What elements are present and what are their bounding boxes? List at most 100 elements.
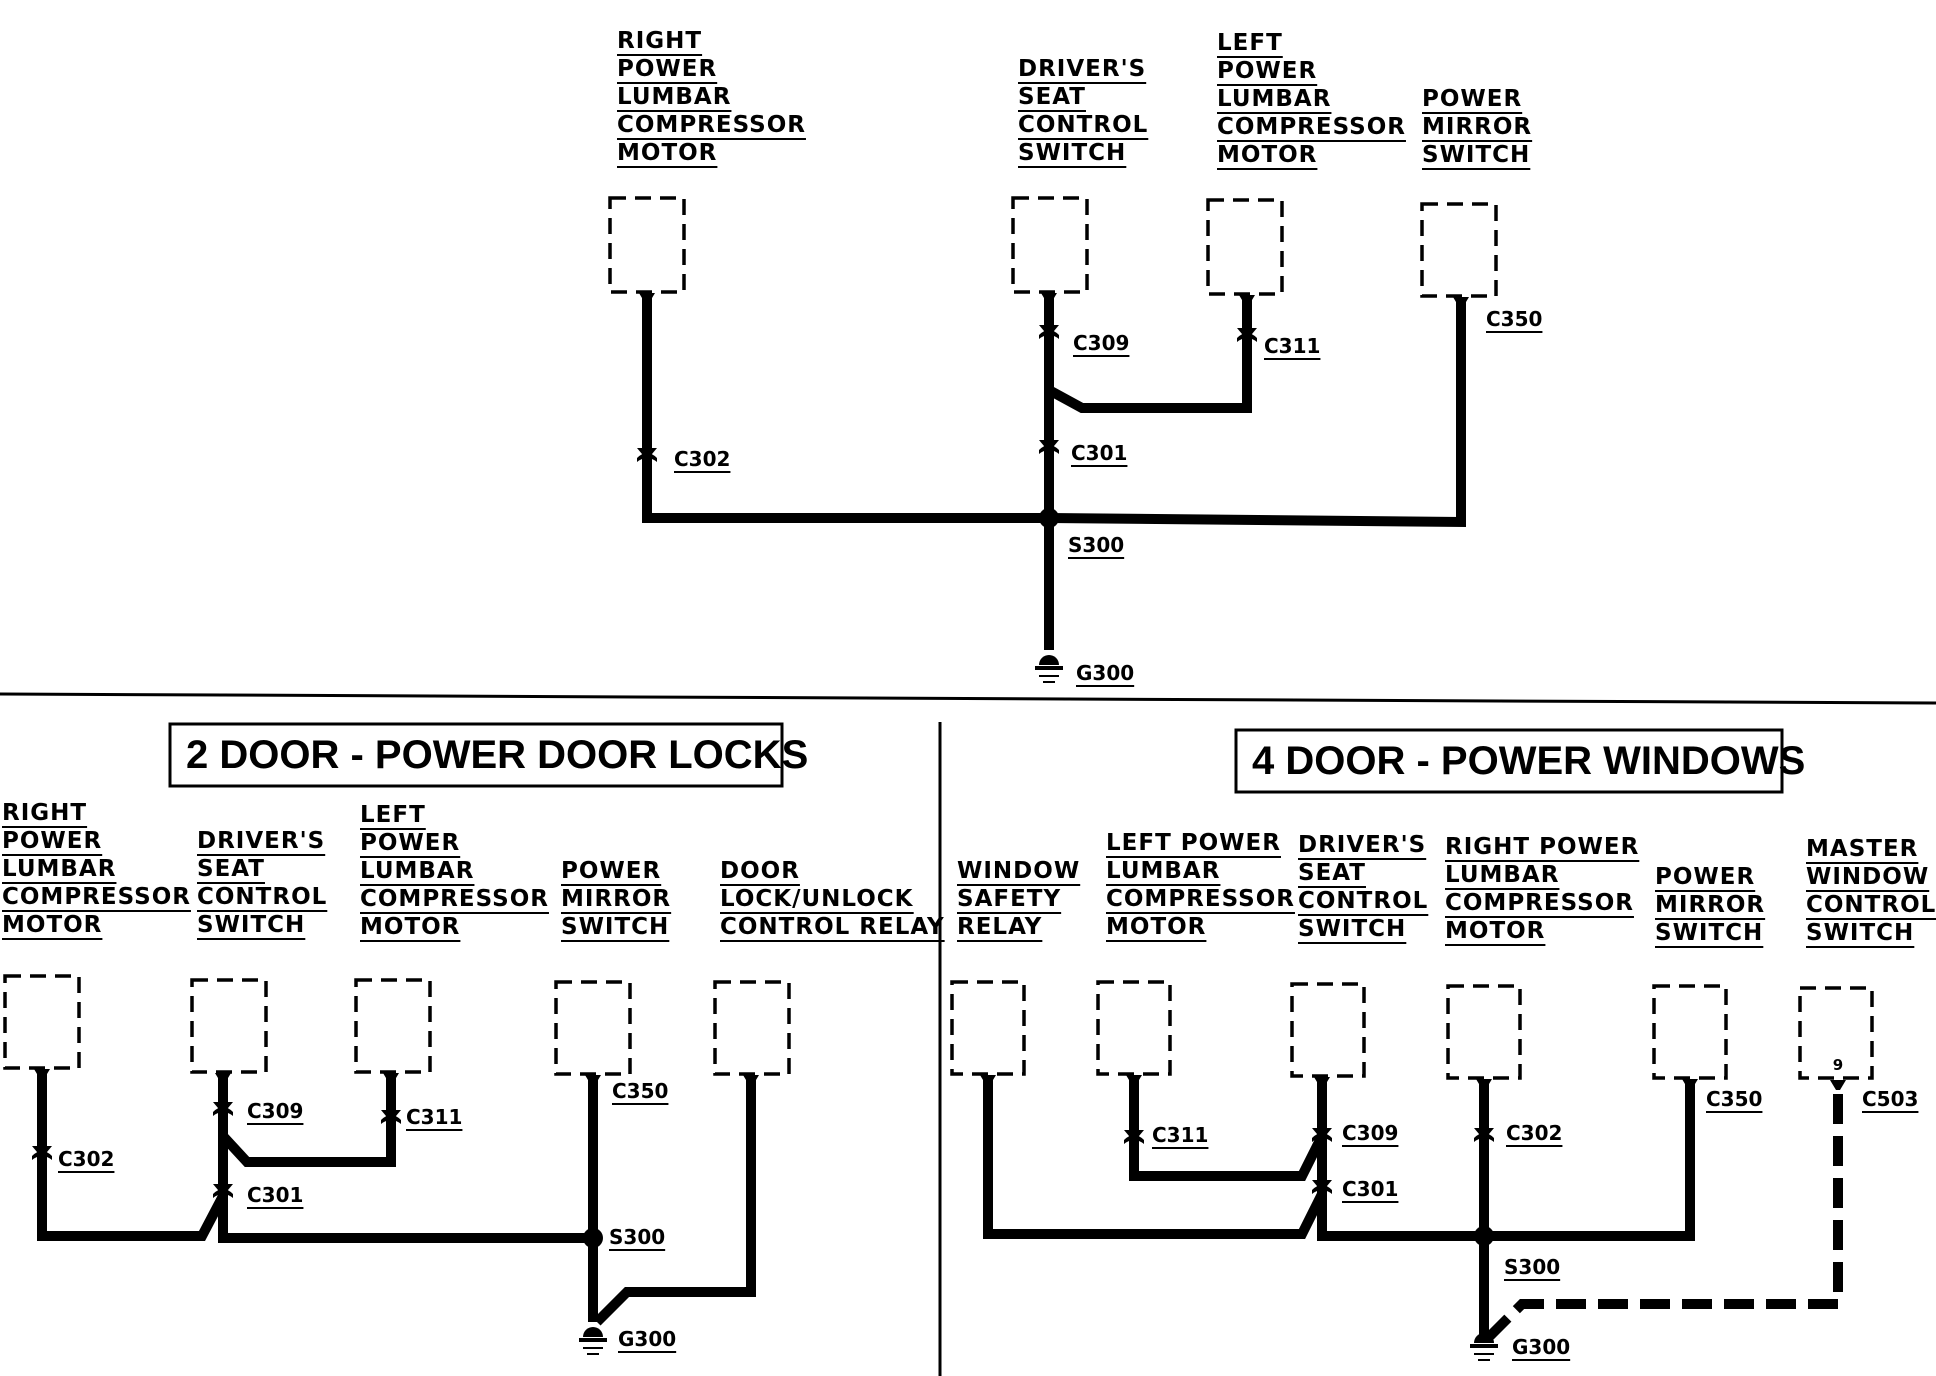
label-line: CONTROL bbox=[1806, 892, 1936, 918]
left-door-lock-box bbox=[713, 980, 791, 1076]
horizontal-divider bbox=[0, 692, 1936, 705]
connector-c309: C309 bbox=[1342, 1121, 1398, 1145]
right-wire-trunk bbox=[1317, 1194, 1484, 1241]
label-line: CONTROL bbox=[1018, 112, 1148, 138]
top-splice-dot bbox=[1039, 508, 1059, 528]
left-splice-dot bbox=[583, 1228, 603, 1248]
label-line: MIRROR bbox=[1655, 892, 1765, 918]
right-section-title: 4 DOOR - POWER WINDOWS bbox=[1252, 739, 1805, 783]
right-section: 4 DOOR - POWER WINDOWS WINDOW SAFETY REL… bbox=[950, 728, 1936, 1362]
label-line: MOTOR bbox=[360, 914, 460, 940]
right-connector-marks bbox=[980, 1075, 1846, 1194]
left-label-door-lock-relay: DOOR LOCK/UNLOCK CONTROL RELAY bbox=[720, 858, 945, 942]
top-left-lumbar-box bbox=[1206, 198, 1284, 296]
right-wire-master-window bbox=[1486, 1094, 1843, 1340]
label-line: LUMBAR bbox=[617, 84, 731, 110]
connector-c309: C309 bbox=[1073, 331, 1129, 355]
label-line: SWITCH bbox=[1018, 140, 1126, 166]
label-line: COMPRESSOR bbox=[360, 886, 549, 912]
top-drivers-seat-box bbox=[1011, 196, 1089, 294]
connector-c350: C350 bbox=[1706, 1087, 1762, 1111]
label-line: POWER bbox=[2, 828, 102, 854]
left-wire-right-lumbar bbox=[37, 1072, 228, 1241]
label-line: LEFT bbox=[360, 802, 426, 828]
right-master-window-box bbox=[1798, 986, 1874, 1080]
label-line: SWITCH bbox=[561, 914, 669, 940]
left-label-left-lumbar: LEFT POWER LUMBAR COMPRESSOR MOTOR bbox=[360, 802, 549, 942]
splice-s300: S300 bbox=[1068, 533, 1124, 557]
label-line: SAFETY bbox=[957, 886, 1061, 912]
label-line: POWER bbox=[561, 858, 661, 884]
splice-s300: S300 bbox=[1504, 1255, 1560, 1279]
connector-c309: C309 bbox=[247, 1099, 303, 1123]
label-line: LUMBAR bbox=[1217, 86, 1331, 112]
right-splice-dot bbox=[1474, 1226, 1494, 1246]
top-connector-marks bbox=[637, 293, 1469, 462]
label-line: SWITCH bbox=[1806, 920, 1914, 946]
right-title-box bbox=[1234, 728, 1784, 794]
top-wire-power-mirror bbox=[1048, 300, 1466, 528]
label-line: LUMBAR bbox=[1445, 862, 1559, 888]
right-wire-window-relay bbox=[983, 1078, 1327, 1239]
pin-number: 9 bbox=[1833, 1056, 1843, 1074]
top-ground-icon bbox=[1033, 653, 1065, 684]
label-line: MIRROR bbox=[561, 886, 671, 912]
label-line: RELAY bbox=[957, 914, 1042, 940]
top-label-left-lumbar: LEFT POWER LUMBAR COMPRESSOR MOTOR bbox=[1217, 30, 1406, 170]
top-wire-right-lumbar bbox=[642, 296, 1049, 523]
connector-c301: C301 bbox=[1342, 1177, 1398, 1201]
label-line: LUMBAR bbox=[360, 858, 474, 884]
label-line: DRIVER'S bbox=[197, 828, 325, 854]
splice-s300: S300 bbox=[609, 1225, 665, 1249]
connector-c350: C350 bbox=[612, 1079, 668, 1103]
ground-g300: G300 bbox=[1076, 661, 1134, 685]
connector-c301: C301 bbox=[1071, 441, 1127, 465]
top-power-mirror-box bbox=[1420, 202, 1498, 298]
right-label-right-lumbar: RIGHT POWER LUMBAR COMPRESSOR MOTOR bbox=[1445, 834, 1640, 946]
label-line: RIGHT bbox=[2, 800, 87, 826]
right-wire-left-lumbar bbox=[1129, 1078, 1327, 1181]
ground-g300: G300 bbox=[1512, 1335, 1570, 1359]
label-line: POWER bbox=[1217, 58, 1317, 84]
label-line: CONTROL bbox=[197, 884, 327, 910]
label-line: MOTOR bbox=[2, 912, 102, 938]
left-wire-trunk bbox=[218, 1196, 593, 1243]
right-wire-power-mirror bbox=[1484, 1082, 1695, 1241]
label-line: MOTOR bbox=[617, 140, 717, 166]
label-line: WINDOW bbox=[957, 858, 1080, 884]
label-line: POWER bbox=[617, 56, 717, 82]
label-line: LUMBAR bbox=[2, 856, 116, 882]
left-title-box bbox=[168, 722, 784, 788]
label-line: POWER bbox=[360, 830, 460, 856]
label-line: MOTOR bbox=[1106, 914, 1206, 940]
label-line: MIRROR bbox=[1422, 114, 1532, 140]
connector-c311: C311 bbox=[406, 1105, 462, 1129]
label-line: CONTROL RELAY bbox=[720, 914, 945, 940]
label-line: CONTROL bbox=[1298, 888, 1428, 914]
label-line: SWITCH bbox=[1422, 142, 1530, 168]
right-label-left-lumbar: LEFT POWER LUMBAR COMPRESSOR MOTOR bbox=[1106, 830, 1295, 942]
right-left-lumbar-box bbox=[1096, 980, 1172, 1076]
label-line: SEAT bbox=[197, 856, 265, 882]
top-section: RIGHT POWER LUMBAR COMPRESSOR MOTOR DRIV… bbox=[608, 28, 1543, 687]
label-line: LEFT bbox=[1217, 30, 1283, 56]
label-line: COMPRESSOR bbox=[617, 112, 806, 138]
top-label-power-mirror: POWER MIRROR SWITCH bbox=[1422, 86, 1533, 170]
right-window-relay-box bbox=[950, 980, 1026, 1076]
label-line: MOTOR bbox=[1217, 142, 1317, 168]
right-label-power-mirror: POWER MIRROR SWITCH bbox=[1655, 864, 1766, 948]
label-line: SWITCH bbox=[1655, 920, 1763, 946]
right-power-mirror-box bbox=[1652, 984, 1728, 1080]
right-drivers-seat-box bbox=[1290, 982, 1366, 1078]
label-line: DRIVER'S bbox=[1298, 832, 1426, 858]
right-right-lumbar-box bbox=[1446, 984, 1522, 1080]
connector-c302: C302 bbox=[674, 447, 730, 471]
label-line: WINDOW bbox=[1806, 864, 1929, 890]
label-line: RIGHT bbox=[617, 28, 702, 54]
label-line: RIGHT POWER bbox=[1445, 834, 1639, 860]
left-label-drivers-seat: DRIVER'S SEAT CONTROL SWITCH bbox=[197, 828, 328, 940]
label-line: DOOR bbox=[720, 858, 800, 884]
left-connector-marks bbox=[32, 1069, 759, 1198]
connector-c311: C311 bbox=[1264, 334, 1320, 358]
